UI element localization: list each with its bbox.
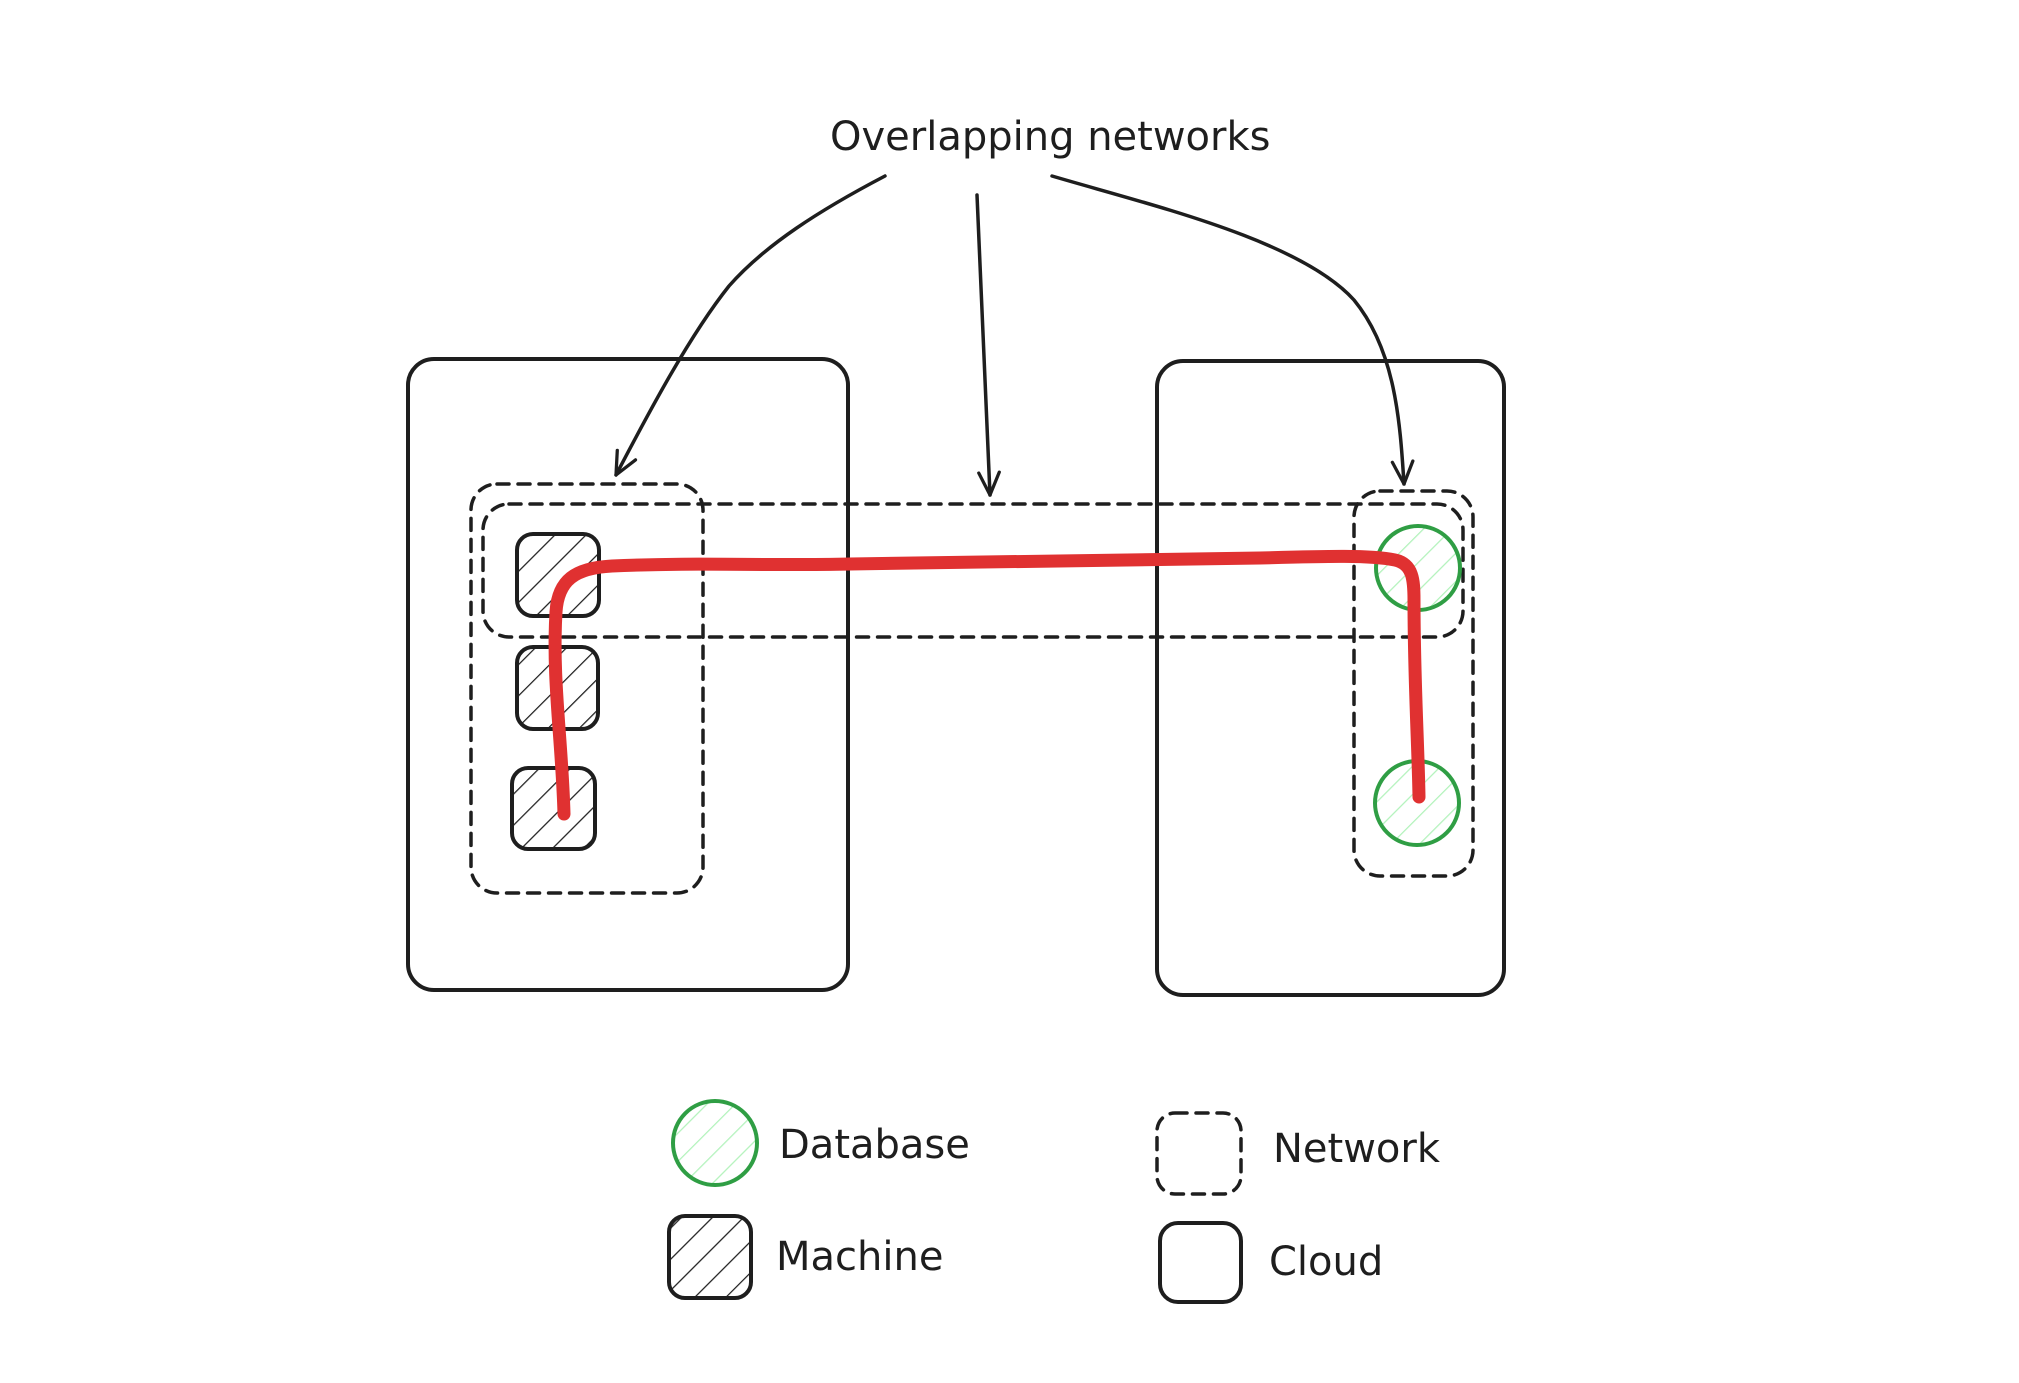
machine-3 <box>510 766 597 851</box>
machine-icon <box>667 1214 753 1300</box>
database-icon <box>671 1099 759 1187</box>
legend-label-machine: Machine <box>776 1234 943 1280</box>
network-icon <box>1155 1111 1243 1196</box>
network-route <box>548 549 1426 821</box>
legend-label-network: Network <box>1273 1126 1441 1172</box>
left-network <box>469 482 705 895</box>
legend: Database Machine Network Cloud <box>667 1099 1441 1304</box>
right-cloud <box>1155 359 1506 997</box>
legend-label-database: Database <box>779 1122 970 1168</box>
arrow-to-left-network <box>614 174 887 477</box>
arrow-to-right-network <box>1050 174 1415 486</box>
left-cloud <box>406 357 850 992</box>
right-network <box>1352 489 1475 878</box>
legend-item-network: Network <box>1155 1111 1441 1196</box>
legend-item-cloud: Cloud <box>1158 1221 1383 1304</box>
diagram-title: Overlapping networks <box>830 114 1270 160</box>
legend-label-cloud: Cloud <box>1269 1239 1383 1285</box>
cross-cloud-network <box>481 502 1465 639</box>
cloud-icon <box>1158 1221 1243 1304</box>
legend-item-machine: Machine <box>667 1214 943 1300</box>
arrow-to-cross-cloud-network <box>975 193 1001 497</box>
legend-item-database: Database <box>671 1099 970 1187</box>
